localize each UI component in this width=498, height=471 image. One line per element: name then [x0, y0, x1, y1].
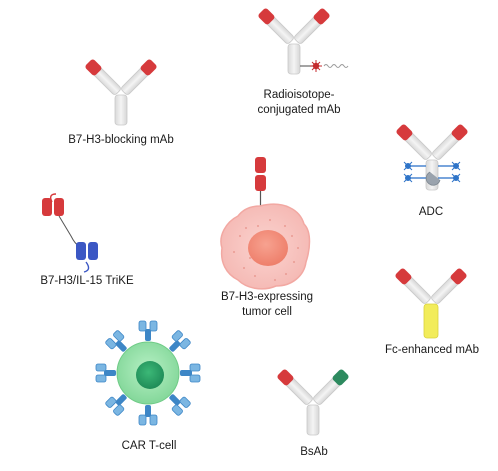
label-line: Fc-enhanced mAb [385, 344, 479, 356]
label-tumor-cell: B7-H3-expressing tumor cell [207, 290, 327, 320]
label-line: ADC [418, 206, 444, 218]
label-car-t-cell: CAR T-cell [106, 439, 192, 454]
label-line: B7-H3/IL-15 TriKE [40, 275, 134, 287]
label-trike: B7-H3/IL-15 TriKE [22, 274, 152, 289]
radioisotope-antibody-icon [258, 8, 349, 75]
label-radioisotope-mab: Radioisotope- conjugated mAb [244, 88, 354, 118]
label-bsab: BsAb [292, 445, 336, 460]
label-line: tumor cell [242, 306, 292, 318]
label-fc-enhanced-mab: Fc-enhanced mAb [374, 343, 490, 358]
label-line: B7-H3-blocking mAb [68, 134, 174, 146]
fc-enhanced-antibody-icon [395, 268, 467, 339]
blocking-antibody-icon [85, 59, 157, 126]
label-line: B7-H3-expressing [220, 291, 314, 303]
tumor-cell-icon [220, 157, 311, 290]
label-blocking-mab: B7-H3-blocking mAb [56, 133, 186, 148]
bispecific-antibody-icon [277, 369, 349, 436]
trike-icon [42, 193, 98, 273]
label-line: CAR T-cell [121, 440, 177, 452]
adc-icon [396, 124, 468, 191]
label-line: conjugated mAb [257, 104, 341, 116]
car-t-cell-icon [95, 320, 201, 426]
label-line: Radioisotope- [263, 89, 335, 101]
label-line: BsAb [300, 446, 328, 458]
label-adc: ADC [411, 205, 451, 220]
